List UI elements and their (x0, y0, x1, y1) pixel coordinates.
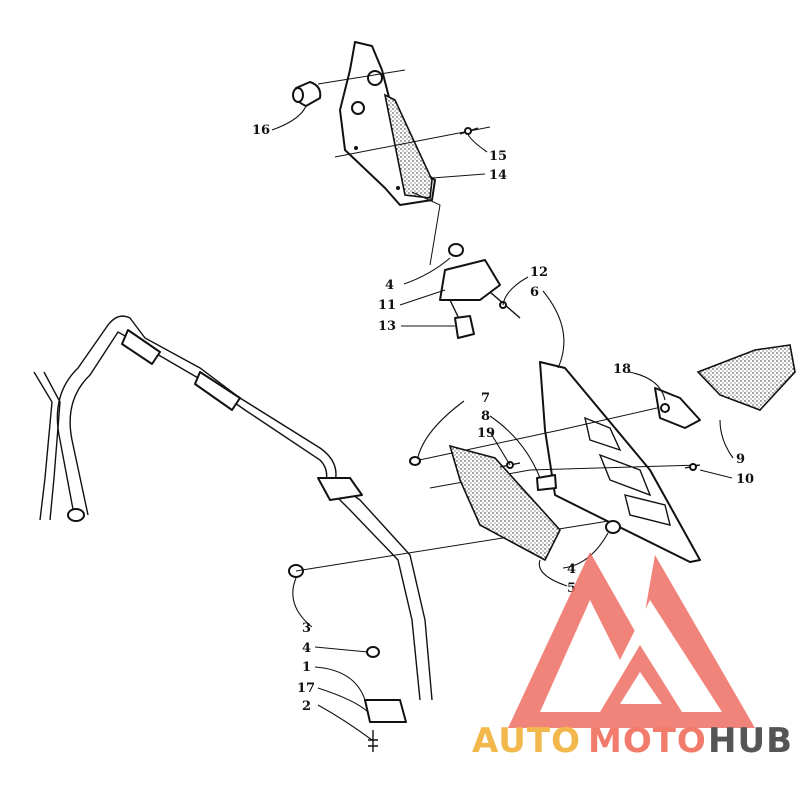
callout-6: 6 (530, 285, 539, 300)
callout-10: 10 (736, 472, 754, 487)
wordmark-moto: MOTO (588, 721, 707, 761)
callout-1: 1 (302, 660, 311, 675)
callout-4-mid: 4 (567, 562, 576, 577)
callout-4-top: 4 (385, 278, 394, 293)
lower-foot-plate (364, 646, 407, 752)
callout-2: 2 (302, 699, 311, 714)
callout-12: 12 (530, 265, 548, 280)
tube-frame (33, 315, 433, 701)
callout-13: 13 (378, 319, 396, 334)
callout-3: 3 (302, 621, 311, 636)
callout-5: 5 (567, 581, 576, 596)
automotohub-wordmark: AUTO MOTO HUB (472, 721, 793, 761)
clip-bracket-11 (439, 243, 521, 339)
callout-17: 17 (297, 681, 315, 696)
callout-16: 16 (252, 123, 270, 138)
angle-bracket-18 (654, 387, 701, 429)
automotohub-logo-mark (508, 552, 755, 728)
callout-7: 7 (481, 391, 490, 406)
callout-19: 19 (477, 426, 495, 441)
assembly-axis-lower (295, 519, 616, 572)
callout-8: 8 (481, 409, 490, 424)
bushing-16 (292, 81, 322, 107)
leader-lines (271, 105, 734, 741)
bolt-15 (459, 127, 479, 135)
callout-14: 14 (489, 168, 507, 183)
callout-4-bottom: 4 (302, 641, 311, 656)
callout-18: 18 (613, 362, 631, 377)
foot-pad-9 (696, 344, 796, 411)
wordmark-auto: AUTO (472, 721, 581, 761)
wordmark-hub: HUB (708, 721, 793, 761)
callout-11: 11 (378, 298, 396, 313)
screen-panel-5 (448, 444, 561, 562)
callout-9: 9 (736, 452, 745, 467)
callout-15: 15 (489, 149, 507, 164)
upper-mount-bracket (317, 41, 491, 266)
